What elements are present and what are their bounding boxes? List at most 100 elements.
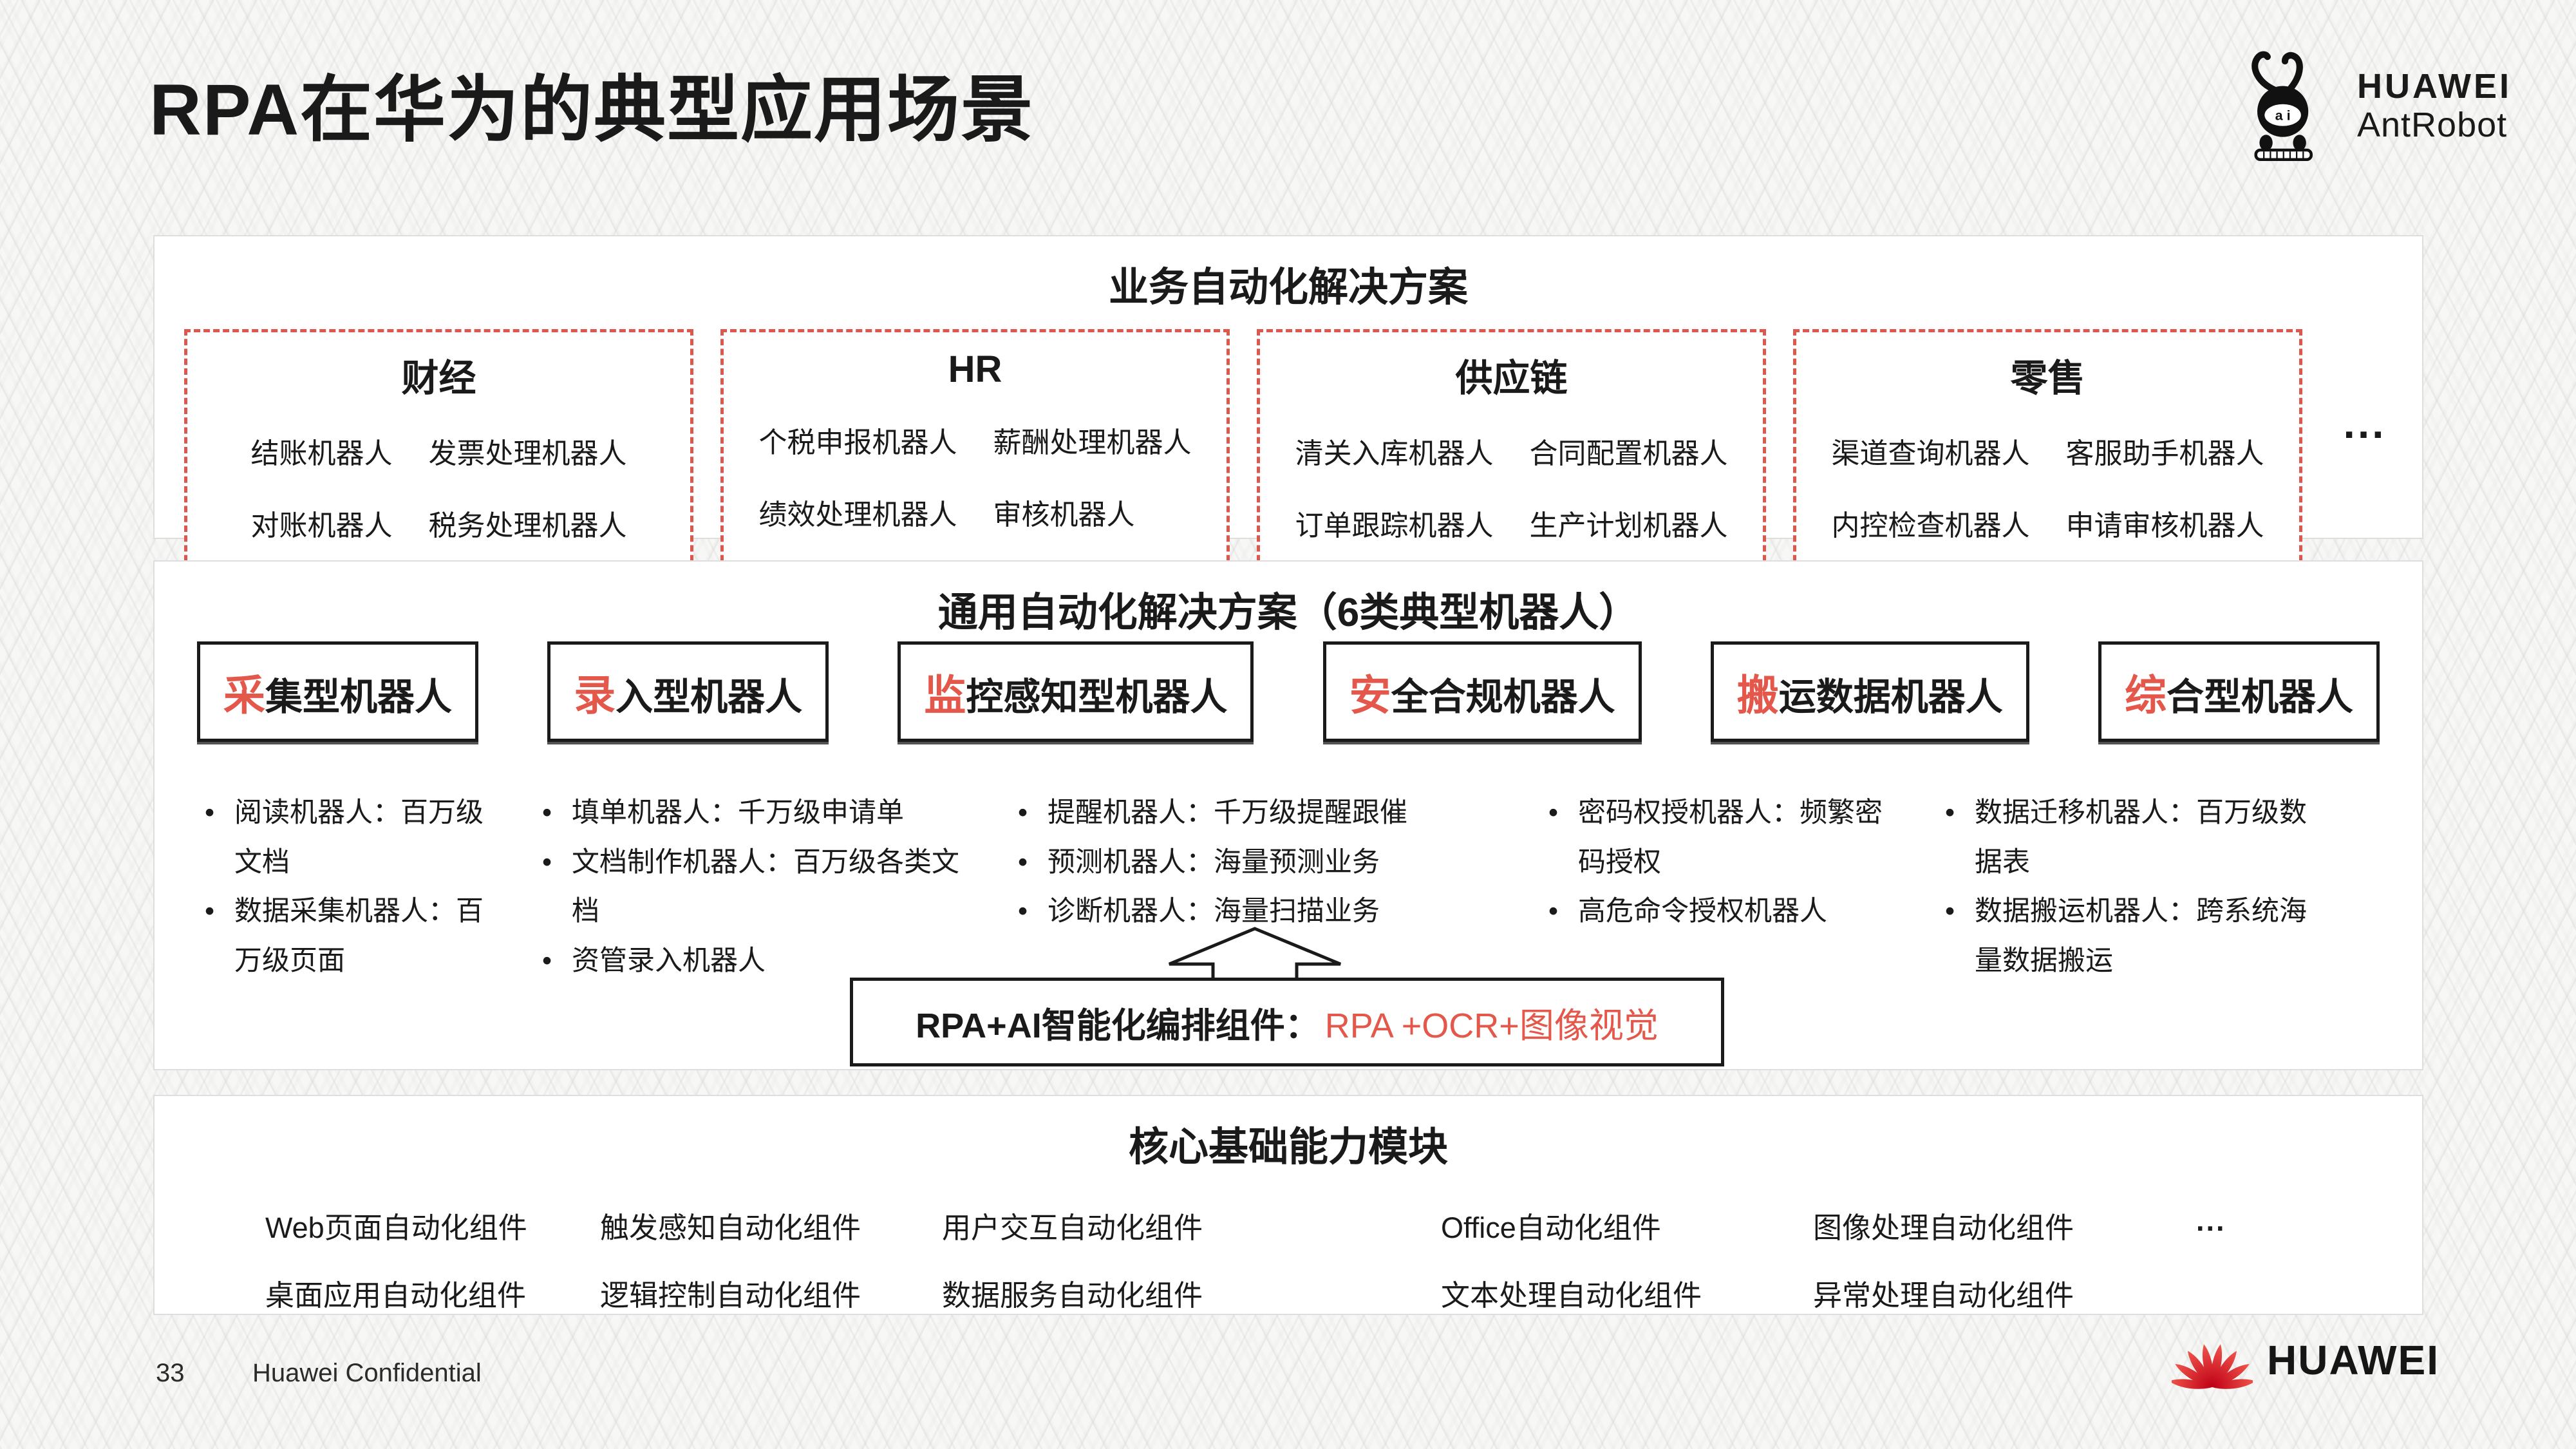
antrobot-line1: HUAWEI	[2357, 66, 2512, 106]
detail-column-entry: • 填单机器人：千万级申请单 •文档制作机器人：百万级各类文档 • 资管录入机器人	[542, 788, 977, 985]
page-number: 33	[156, 1359, 185, 1387]
robot-item: 薪酬处理机器人	[993, 427, 1192, 459]
robot-item: 生产计划机器人	[1529, 510, 1728, 542]
rpa-ai-label: RPA+AI智能化编排组件：	[916, 1006, 1320, 1045]
bullet-dot: •	[205, 896, 215, 927]
huawei-logo: HUAWEI	[2168, 1324, 2440, 1396]
type-rest: 合型机器人	[2166, 676, 2353, 718]
robot-item: 发票处理机器人	[428, 438, 627, 469]
bullet-dot: •	[1018, 797, 1028, 828]
detail-item: •文档制作机器人：百万级各类文档	[542, 838, 977, 936]
robot-item: 申请审核机器人	[2065, 510, 2264, 542]
up-arrow-icon	[1164, 926, 1346, 983]
detail-text: 资管录入机器人	[572, 945, 766, 976]
detail-text: 提醒机器人：千万级提醒跟催	[1048, 797, 1407, 828]
core-module-grid: Web页面自动化组件 触发感知自动化组件 用户交互自动化组件 Office自动化…	[265, 1204, 2383, 1314]
detail-item: • 数据迁移机器人：百万级数据表	[1945, 788, 2309, 887]
core-panel-title: 核心基础能力模块	[1128, 1125, 1448, 1170]
detail-text: 数据迁移机器人：百万级数据表	[1975, 797, 2307, 878]
core-module: 逻辑控制自动化组件	[600, 1279, 861, 1312]
detail-item: • 数据搬运机器人：跨系统海量数据搬运	[1945, 887, 2309, 985]
robot-item: 内控检查机器人	[1831, 510, 2030, 542]
core-module: 文本处理自动化组件	[1441, 1279, 1702, 1312]
type-rest: 全合规机器人	[1391, 676, 1615, 718]
antrobot-icon: a i	[2230, 50, 2340, 161]
type-rest: 集型机器人	[265, 676, 452, 718]
rpa-ai-component-box: RPA+AI智能化编排组件： RPA +OCR+图像视觉	[850, 978, 1724, 1066]
robot-item: 订单跟踪机器人	[1295, 510, 1494, 542]
robot-item: 清关入库机器人	[1295, 438, 1494, 469]
bullet-dot: •	[542, 797, 552, 828]
robot-detail-columns: • 阅读机器人：百万级文档 •数据采集机器人：百万级页面 • 填单机器人：千万级申请…	[205, 788, 2422, 985]
business-more-ellipsis: ...	[2343, 399, 2387, 447]
rpa-ai-value: RPA +OCR+图像视觉	[1324, 1006, 1659, 1045]
domain-box-finance: 财经 结账机器人 发票处理机器人 对账机器人 税务处理机器人	[184, 329, 693, 571]
detail-item: • 诊断机器人：海量扫描业务	[1018, 887, 1507, 936]
robot-item: 税务处理机器人	[428, 510, 627, 542]
detail-item: •数据采集机器人：百万级页面	[205, 887, 501, 985]
antrobot-logo: a i HUAWEI AntRobot	[2230, 50, 2512, 161]
robot-type-box-monitor: 监控感知型机器人	[898, 641, 1254, 742]
detail-text: 文档制作机器人：百万级各类文档	[572, 846, 959, 927]
robot-item: 审核机器人	[993, 499, 1135, 531]
bullet-dot: •	[1548, 797, 1559, 828]
core-more-ellipsis: ...	[2196, 1204, 2226, 1237]
bullet-dot: •	[542, 945, 552, 976]
detail-text: 预测机器人：海量预测业务	[1048, 846, 1380, 878]
domain-name: 零售	[2010, 357, 2085, 399]
domain-box-supply-chain: 供应链 清关入库机器人 合同配置机器人 订单跟踪机器人 生产计划机器人	[1257, 329, 1766, 571]
detail-text: 高危命令授权机器人	[1578, 896, 1827, 927]
core-grid-spacer	[2196, 1272, 2383, 1314]
bullet-dot: •	[205, 797, 215, 828]
detail-text: 诊断机器人：海量扫描业务	[1048, 896, 1380, 927]
detail-item: • 高危命令授权机器人	[1548, 887, 1904, 936]
detail-column-collect: • 阅读机器人：百万级文档 •数据采集机器人：百万级页面	[205, 788, 501, 985]
robot-type-box-security: 安全合规机器人	[1322, 641, 1642, 742]
domain-box-retail: 零售 渠道查询机器人 客服助手机器人 内控检查机器人 申请审核机器人	[1793, 329, 2302, 571]
detail-item: • 提醒机器人：千万级提醒跟催	[1018, 788, 1507, 838]
robot-item: 绩效处理机器人	[758, 499, 957, 531]
detail-column-monitor: • 提醒机器人：千万级提醒跟催 •预测机器人：海量预测业务 • 诊断机器人：海量扫描…	[1018, 788, 1507, 985]
robot-type-box-entry: 录入型机器人	[547, 641, 829, 742]
detail-item: •密码权授机器人：频繁密码授权	[1548, 788, 1904, 887]
robot-list: 结账机器人 发票处理机器人 对账机器人 税务处理机器人	[198, 430, 680, 544]
robot-list: 个税申报机器人 薪酬处理机器人 绩效处理机器人 审核机器人	[734, 419, 1216, 533]
core-module: 用户交互自动化组件	[942, 1211, 1203, 1244]
huawei-wordmark: HUAWEI	[2267, 1336, 2440, 1383]
business-solutions-panel: 业务自动化解决方案 财经 结账机器人 发票处理机器人 对账机器人 税务处理机器人…	[153, 235, 2423, 571]
detail-column-security: •密码权授机器人：频繁密码授权 • 高危命令授权机器人	[1548, 788, 1904, 985]
core-module: 桌面应用自动化组件	[265, 1279, 527, 1312]
domain-name: 财经	[401, 357, 476, 399]
core-module: 图像处理自动化组件	[1813, 1211, 2074, 1244]
type-highlight-char: 采	[223, 672, 265, 719]
antrobot-line2: AntRobot	[2357, 106, 2508, 144]
detail-text: 阅读机器人：百万级文档	[234, 797, 484, 878]
bullet-dot: •	[1945, 797, 1955, 828]
core-module: 数据服务自动化组件	[942, 1279, 1203, 1312]
svg-text:a i: a i	[2275, 108, 2291, 124]
core-module: Web页面自动化组件	[265, 1211, 527, 1244]
bullet-dot: •	[1945, 896, 1955, 927]
robot-type-row: 采集型机器人 录入型机器人 监控感知型机器人 安全合规机器人 搬运数据机器人 综…	[197, 641, 2380, 742]
huawei-flower-icon	[2168, 1324, 2256, 1396]
robot-list: 渠道查询机器人 客服助手机器人 内控检查机器人 申请审核机器人	[1807, 430, 2289, 544]
page-title: RPA在华为的典型应用场景	[149, 70, 1035, 150]
detail-item: • 填单机器人：千万级申请单	[542, 788, 977, 838]
detail-text: 数据搬运机器人：跨系统海量数据搬运	[1975, 896, 2307, 976]
type-rest: 入型机器人	[616, 676, 803, 718]
domain-box-hr: HR 个税申报机器人 薪酬处理机器人 绩效处理机器人 审核机器人	[720, 329, 1230, 571]
bullet-dot: •	[1018, 896, 1028, 927]
detail-item: • 资管录入机器人	[542, 936, 977, 986]
robot-type-box-collect: 采集型机器人	[197, 641, 478, 742]
general-panel-title: 通用自动化解决方案（6类典型机器人）	[937, 591, 1639, 635]
general-solutions-panel: 通用自动化解决方案（6类典型机器人） 采集型机器人 录入型机器人 监控感知型机器…	[153, 560, 2423, 1070]
antrobot-wordmark: HUAWEI AntRobot	[2357, 67, 2512, 145]
detail-item: • 阅读机器人：百万级文档	[205, 788, 501, 887]
core-module: Office自动化组件	[1441, 1211, 1661, 1244]
detail-item: •预测机器人：海量预测业务	[1018, 838, 1507, 887]
bullet-dot: •	[1548, 896, 1559, 927]
robot-type-box-move-data: 搬运数据机器人	[1710, 641, 2029, 742]
type-highlight-char: 安	[1349, 672, 1391, 719]
detail-text: 填单机器人：千万级申请单	[572, 797, 904, 828]
